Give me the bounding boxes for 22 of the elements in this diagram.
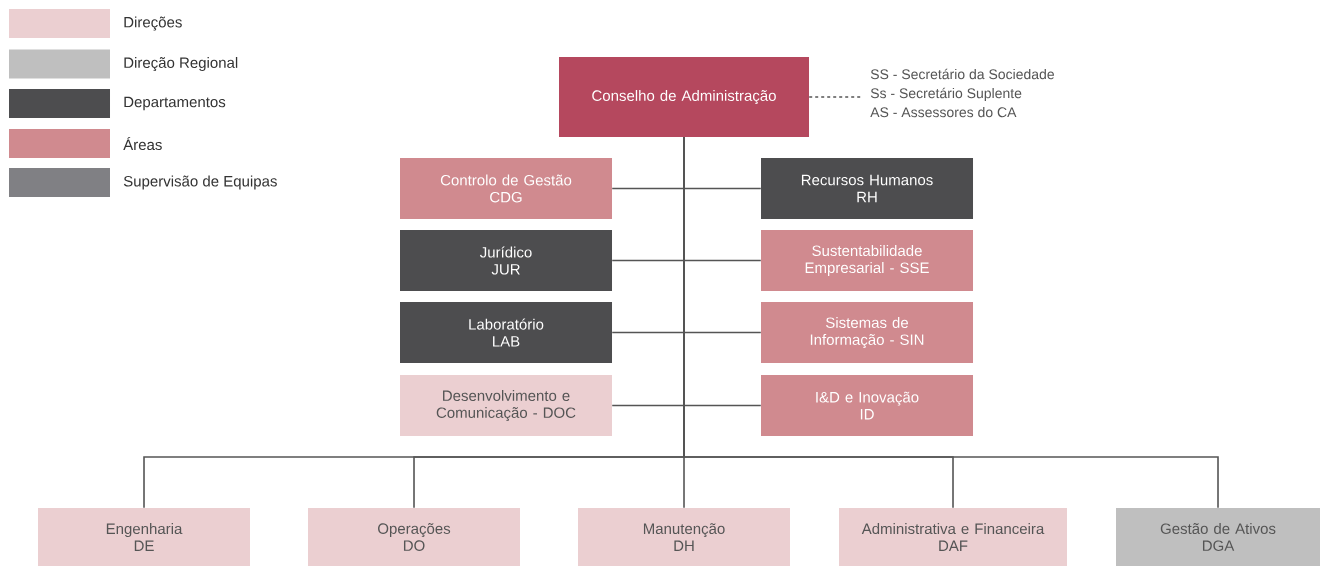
direction-box: Administrativa e Financeira DAF xyxy=(839,508,1067,566)
unit-box: Controlo de Gestão CDG xyxy=(400,158,612,219)
legend-label: Direções xyxy=(124,16,182,31)
direction-box: Manutenção DH xyxy=(578,508,790,566)
board-box: Conselho de Administração xyxy=(559,57,809,137)
unit-box: Recursos Humanos RH xyxy=(761,158,973,219)
direction-box: Gestão de Ativos DGA xyxy=(1116,508,1320,566)
unit-box: Jurídico JUR xyxy=(400,230,612,291)
connector-line xyxy=(683,136,1219,509)
direction-box: Engenharia DE xyxy=(38,508,250,566)
unit-box: Sistemas de Informação - SIN xyxy=(761,302,973,363)
note-text: SS - Secretário da Sociedade Ss - Secretário Suplente AS - Assessores do CA xyxy=(870,68,1054,118)
legend-label: Áreas xyxy=(123,136,162,151)
unit-box: I&D e Inovação ID xyxy=(761,375,973,436)
unit-box: Desenvolvimento e Comunicação - DOC xyxy=(400,375,612,436)
connector-line xyxy=(808,96,863,98)
legend-label: Departamentos xyxy=(124,96,226,111)
unit-box: Sustentabilidade Empresarial - SSE xyxy=(761,230,973,291)
legend-label: Direção Regional xyxy=(124,57,238,72)
unit-box: Laboratório LAB xyxy=(400,302,612,363)
legend-label: Supervisão de Equipas xyxy=(123,175,277,190)
direction-box: Operações DO xyxy=(308,508,520,566)
